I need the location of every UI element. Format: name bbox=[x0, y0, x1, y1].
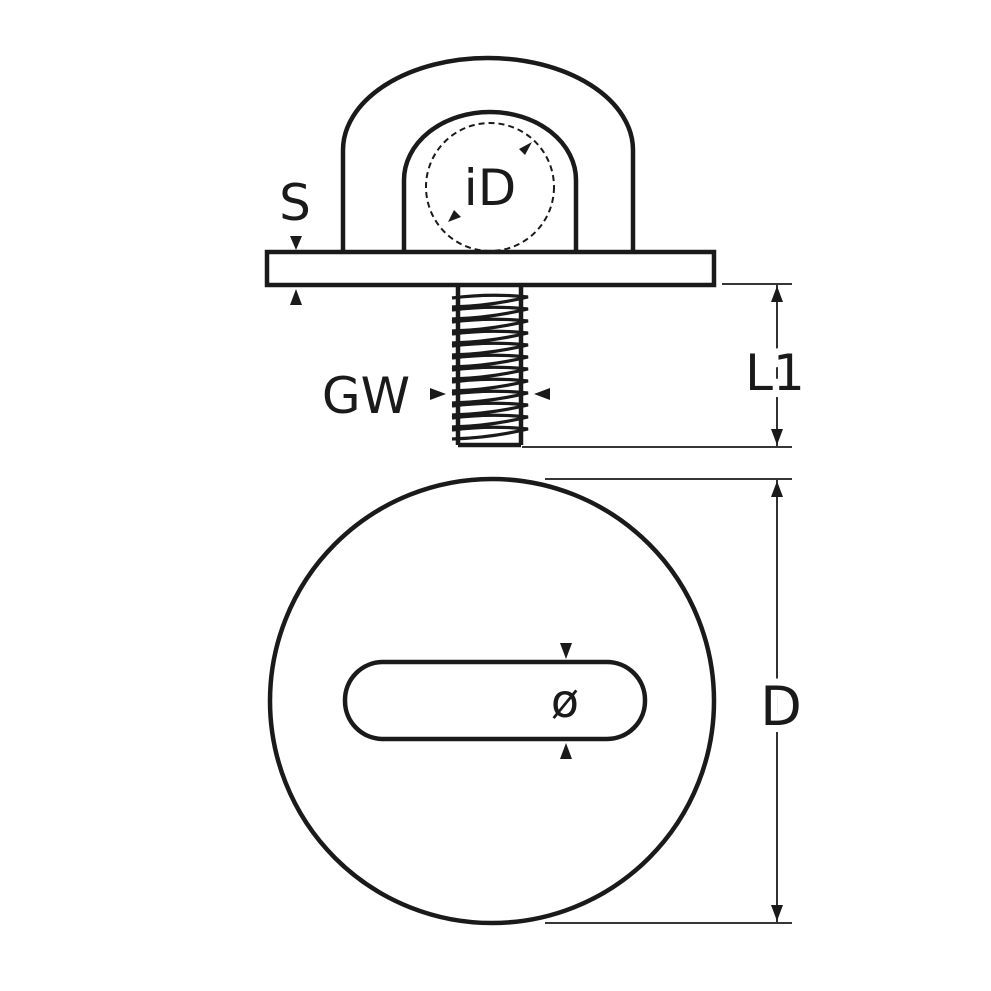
thread-label: GW bbox=[322, 367, 410, 425]
slot-arrow-top bbox=[560, 643, 572, 659]
slot-width-label: ø bbox=[551, 674, 579, 728]
eye-loop-outer bbox=[340, 55, 636, 250]
thickness-label: S bbox=[279, 174, 311, 232]
inner-diameter-arrow-upper bbox=[519, 142, 532, 155]
inner-diameter-arrow-lower bbox=[448, 210, 461, 222]
eye-loop-inner bbox=[401, 109, 579, 250]
diameter-arrow-bottom bbox=[771, 905, 783, 921]
thread-arrow-right bbox=[534, 388, 550, 400]
slot-outline bbox=[342, 659, 648, 742]
round-plate bbox=[267, 476, 717, 926]
diameter-arrow-top bbox=[771, 481, 783, 497]
length-label: L1 bbox=[745, 344, 805, 402]
diameter-label: D bbox=[760, 675, 802, 738]
thickness-arrow-top bbox=[290, 236, 302, 250]
length-arrow-bottom bbox=[771, 429, 783, 445]
threaded-stud bbox=[451, 287, 529, 448]
thread-arrow-left bbox=[430, 388, 446, 400]
slot-arrow-bottom bbox=[560, 743, 572, 759]
thickness-arrow-bottom bbox=[290, 289, 302, 305]
base-plate bbox=[264, 249, 717, 288]
length-arrow-top bbox=[771, 286, 783, 302]
inner-diameter-label: iD bbox=[464, 159, 516, 217]
